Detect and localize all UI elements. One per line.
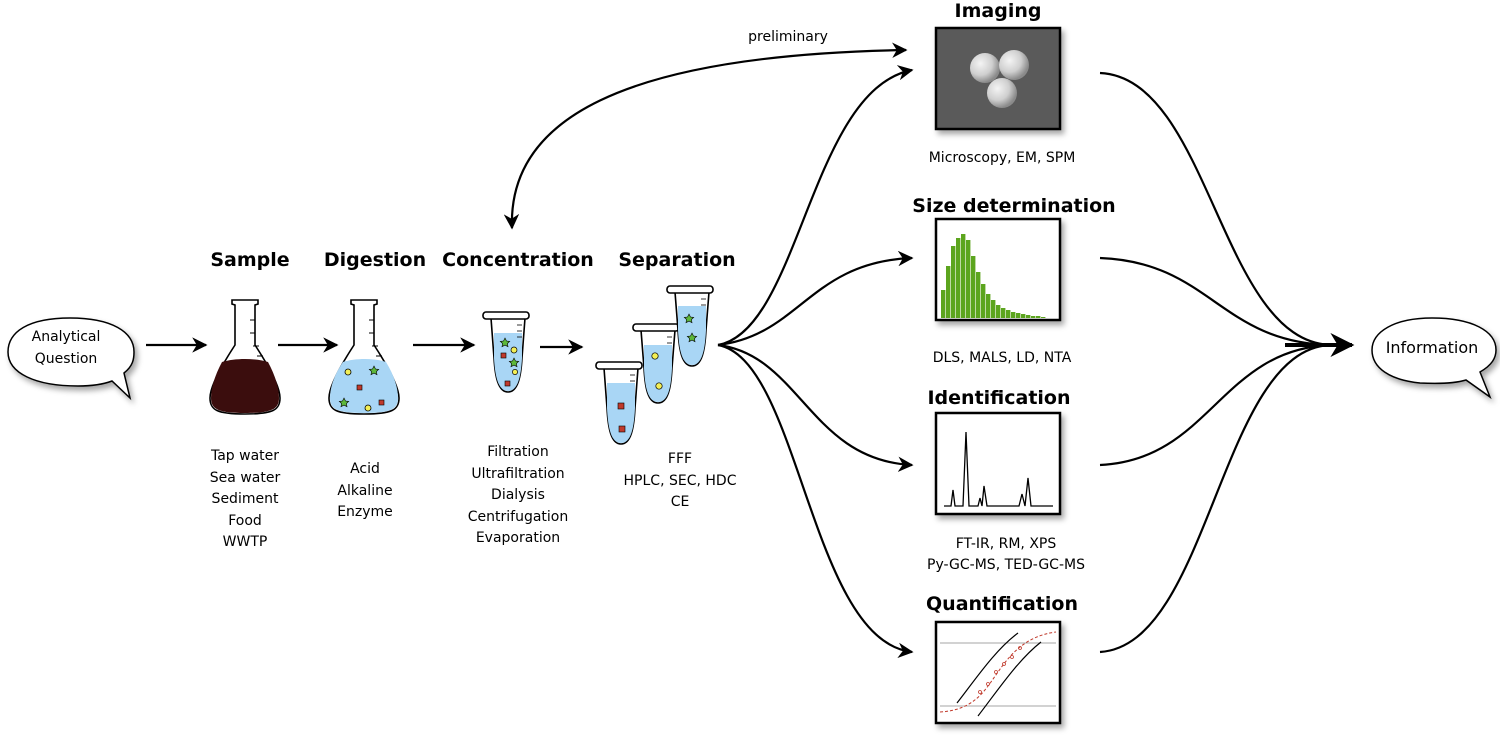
identification-title: Identification	[927, 387, 1071, 409]
separation-list: FFF HPLC, SEC, HDC CE	[624, 449, 737, 514]
arrow-to-size	[717, 250, 914, 347]
sample-flask	[209, 299, 281, 415]
size-title: Size determination	[912, 195, 1116, 217]
digestion-item: Acid	[350, 461, 380, 477]
fan-out-arrows	[717, 65, 914, 658]
information-bubble	[1371, 317, 1497, 400]
concentration-item: Evaporation	[475, 530, 561, 546]
sample-list: Tap water Sea water Sediment Food WWTP	[210, 446, 280, 554]
digestion-flask	[328, 299, 400, 415]
fan-in-arrows	[1099, 71, 1355, 654]
size-histogram	[941, 234, 1046, 318]
histogram-bar	[1041, 317, 1046, 318]
digestion-item: Alkaline	[337, 482, 393, 499]
histogram-bar	[956, 238, 961, 318]
concentration-item: Filtration	[487, 444, 549, 460]
sample-item: Sea water	[209, 469, 281, 486]
histogram-bar	[951, 246, 956, 318]
identification-method: Py-GC-MS, TED-GC-MS	[927, 557, 1085, 573]
sphere-icon	[999, 50, 1029, 80]
arrow-to-imaging	[717, 65, 914, 347]
identification-methods: FT-IR, RM, XPS Py-GC-MS, TED-GC-MS	[927, 534, 1085, 576]
concentration-item: Dialysis	[491, 487, 545, 503]
digestion-title: Digestion	[323, 249, 427, 271]
quantification-title: Quantification	[926, 593, 1078, 615]
histogram-bar	[1021, 314, 1026, 318]
question-line-1: Analytical	[31, 329, 101, 345]
concentration-title: Concentration	[442, 249, 594, 271]
digestion-list: Acid Alkaline Enzyme	[337, 459, 393, 524]
separation-tubes	[595, 285, 714, 445]
separation-item: CE	[670, 494, 690, 510]
sphere-icon	[970, 53, 1000, 83]
histogram-bar	[991, 300, 996, 318]
identification-panel	[934, 411, 1062, 516]
arrow-to-identification	[717, 343, 914, 472]
sample-item: WWTP	[222, 534, 268, 550]
question-line-2: Question	[34, 351, 98, 367]
imaging-panel	[934, 26, 1062, 131]
speech-bubble-icon	[7, 317, 135, 401]
concentration-item: Ultrafiltration	[471, 465, 565, 482]
sphere-icon	[987, 78, 1017, 108]
histogram-bar	[941, 290, 946, 318]
size-methods: DLS, MALS, LD, NTA	[932, 350, 1072, 366]
concentration-tube	[482, 311, 530, 393]
preliminary-label: preliminary	[748, 29, 828, 45]
flow-arrows	[146, 337, 584, 355]
concentration-list: Filtration Ultrafiltration Dialysis Cent…	[468, 442, 568, 550]
histogram-bar	[1026, 315, 1031, 318]
histogram-bar	[1036, 316, 1041, 318]
question-bubble	[7, 317, 135, 401]
histogram-bar	[976, 272, 981, 318]
arrow-from-quantification	[1099, 343, 1331, 654]
arrow-from-identification	[1099, 343, 1331, 467]
histogram-bar	[996, 305, 1001, 318]
information-label: Information	[1385, 338, 1479, 357]
histogram-bar	[966, 240, 971, 318]
question-bubble-text: Analytical Question	[32, 326, 101, 370]
spectrum-line	[944, 431, 1053, 507]
sample-liquid	[211, 359, 279, 413]
imaging-methods: Microscopy, EM, SPM	[928, 150, 1076, 166]
sample-item: Food	[228, 512, 262, 529]
arrow-to-quantification	[717, 343, 914, 658]
speech-bubble-icon	[1371, 317, 1497, 400]
histogram-bar	[1006, 310, 1011, 318]
histogram-bar	[1031, 316, 1036, 318]
identification-method: FT-IR, RM, XPS	[955, 536, 1057, 552]
quantification-panel	[934, 620, 1062, 725]
sample-item: Tap water	[210, 448, 280, 464]
preliminary-arrow	[503, 42, 908, 230]
imaging-title: Imaging	[954, 0, 1042, 22]
arrow-from-size	[1099, 256, 1331, 347]
concentration-item: Centrifugation	[467, 508, 569, 525]
histogram-bar	[1011, 312, 1016, 318]
size-panel	[934, 217, 1062, 322]
sample-title: Sample	[210, 249, 290, 271]
digestion-liquid	[330, 359, 398, 413]
histogram-bar	[1016, 313, 1021, 318]
histogram-bar	[981, 284, 986, 318]
histogram-bar	[946, 266, 951, 318]
digestion-item: Enzyme	[337, 504, 393, 520]
separation-item: FFF	[667, 451, 693, 467]
histogram-bar	[961, 234, 966, 318]
separation-item: HPLC, SEC, HDC	[623, 472, 737, 489]
arrow-from-imaging	[1099, 71, 1331, 347]
separation-title: Separation	[618, 249, 736, 271]
sample-item: Sediment	[211, 491, 279, 507]
histogram-bar	[1001, 308, 1006, 318]
histogram-bar	[971, 256, 976, 318]
histogram-bar	[986, 294, 991, 318]
